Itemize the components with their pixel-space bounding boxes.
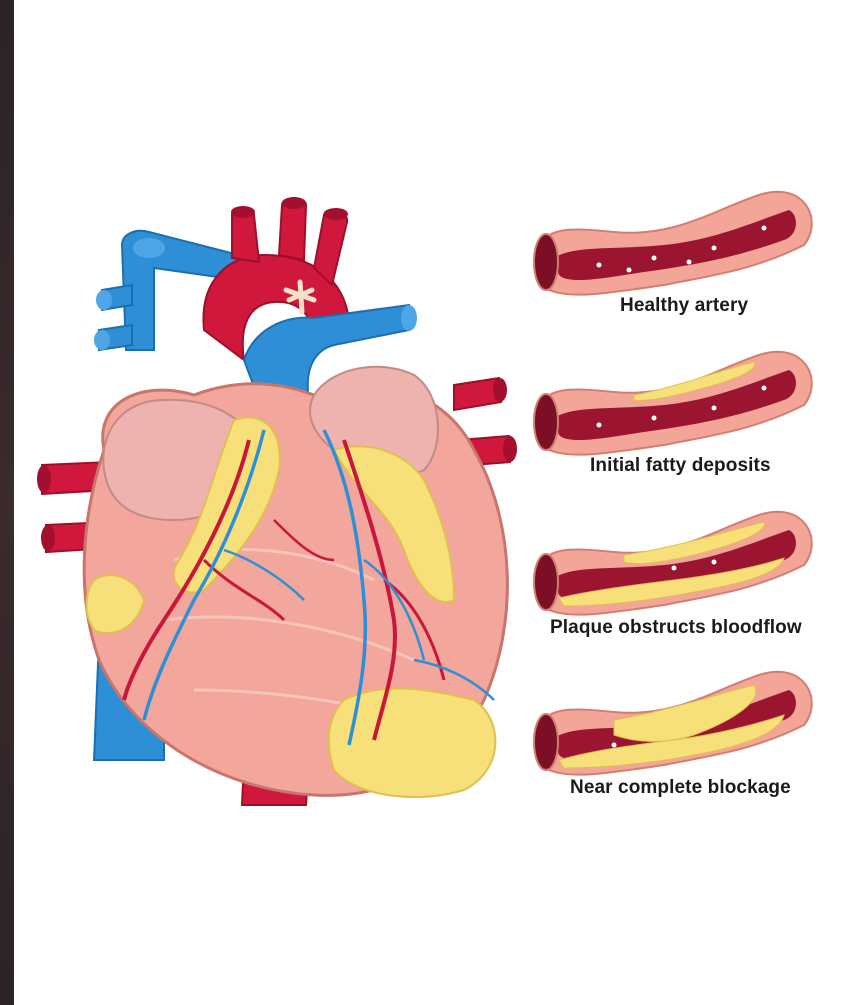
- left-edge-strip: [0, 0, 14, 1005]
- artery-plaque-obstructs: [534, 512, 812, 615]
- stage-label-near-blockage: Near complete blockage: [570, 777, 791, 799]
- stage-label-plaque: Plaque obstructs bloodflow: [550, 617, 802, 639]
- illustration-canvas: Healthy artery Initial fatty deposits Pl…: [14, 0, 864, 1005]
- stage-label-healthy: Healthy artery: [620, 295, 748, 317]
- artery-fatty-deposits: [534, 352, 812, 455]
- stage-label-initial-fatty: Initial fatty deposits: [590, 455, 771, 477]
- artery-near-complete-blockage: [534, 672, 812, 775]
- artery-healthy: [534, 192, 812, 295]
- heart-icon: [14, 0, 534, 840]
